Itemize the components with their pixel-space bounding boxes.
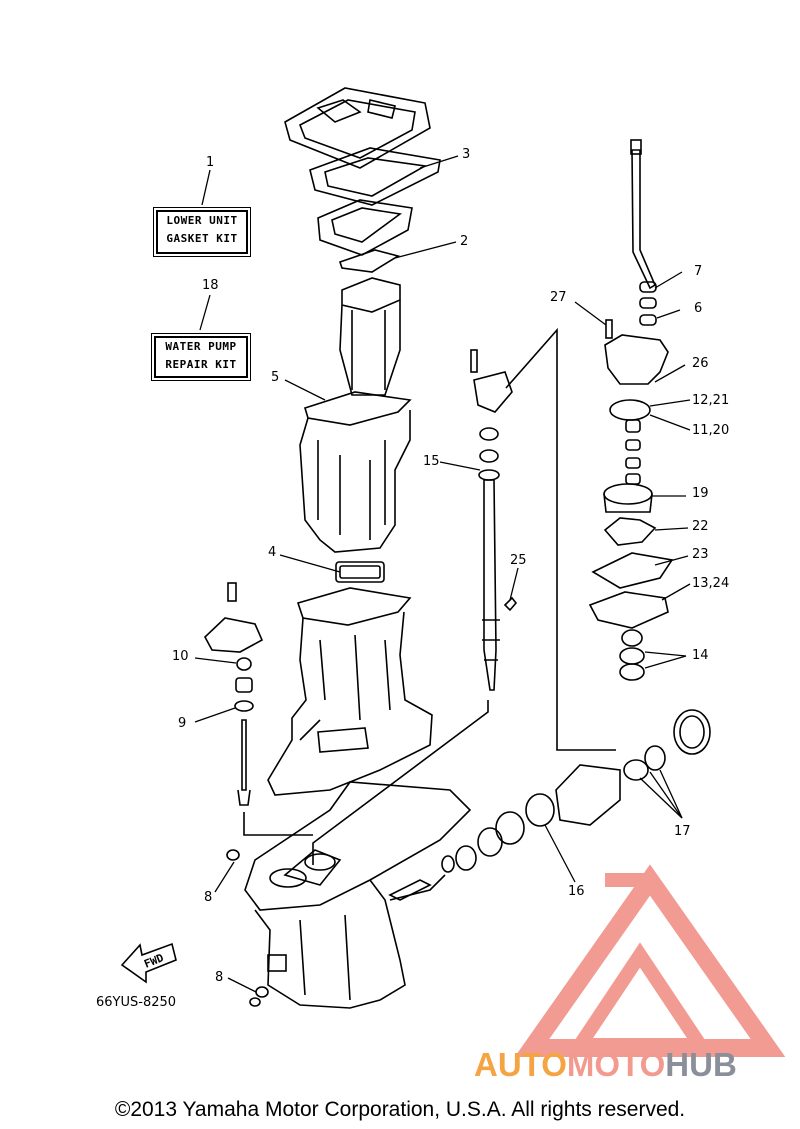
callout-19: 19 (692, 486, 709, 501)
gearcase (244, 781, 472, 1009)
watermark-part-auto: AUTO (474, 1046, 567, 1083)
callout-15: 15 (423, 454, 440, 469)
callout-5: 5 (271, 370, 280, 385)
automotohub-watermark: AUTOMOTOHUB (474, 1046, 737, 1084)
shift-rod-parts (204, 582, 313, 1007)
water-pump-parts (505, 139, 674, 751)
callout-1: 1 (206, 155, 215, 170)
callout-22: 22 (692, 519, 709, 534)
lower-casing (267, 587, 433, 796)
callout-18: 18 (202, 278, 219, 293)
callout-9: 9 (178, 716, 187, 731)
fwd-arrow-icon: FWD (120, 942, 177, 984)
leader-lines (194, 155, 691, 993)
callout-14: 14 (692, 648, 709, 663)
callout-11-20: 11,20 (692, 423, 730, 438)
water-pump-kit-label: WATER PUMP REPAIR KIT (154, 336, 248, 378)
callout-17: 17 (674, 824, 691, 839)
callout-6: 6 (694, 301, 703, 316)
gasket-kit-line1: LOWER UNIT (166, 214, 238, 227)
callout-13-24: 13,24 (692, 576, 730, 591)
gasket-kit-line2: GASKET KIT (166, 232, 238, 245)
water-pump-kit-line1: WATER PUMP (165, 340, 237, 353)
callout-23: 23 (692, 547, 709, 562)
water-pump-kit-line2: REPAIR KIT (165, 358, 237, 371)
callout-25: 25 (510, 553, 527, 568)
gasket-kit-label: LOWER UNIT GASKET KIT (156, 210, 248, 254)
watermark-part-moto: MOTO (566, 1046, 666, 1083)
callout-16: 16 (568, 884, 585, 899)
propeller-shaft-assembly (388, 709, 711, 901)
callout-7: 7 (694, 264, 703, 279)
upper-casing (299, 277, 412, 583)
callout-2: 2 (460, 234, 469, 249)
callout-10: 10 (172, 649, 189, 664)
callout-12-21: 12,21 (692, 393, 730, 408)
copyright-notice: ©2013 Yamaha Motor Corporation, U.S.A. A… (114, 1098, 686, 1121)
watermark-part-hub: HUB (665, 1046, 737, 1083)
part-25-pin (503, 596, 518, 612)
callout-8a: 8 (204, 890, 213, 905)
figure-code: 66YUS-8250 (96, 995, 177, 1010)
callout-3: 3 (462, 147, 471, 162)
callout-26: 26 (692, 356, 709, 371)
callout-4: 4 (268, 545, 277, 560)
callout-8b: 8 (215, 970, 224, 985)
drive-shaft (312, 349, 513, 865)
callout-27: 27 (550, 290, 567, 305)
upper-gasket-stack (284, 87, 441, 273)
automotohub-logo-icon (514, 864, 786, 1057)
